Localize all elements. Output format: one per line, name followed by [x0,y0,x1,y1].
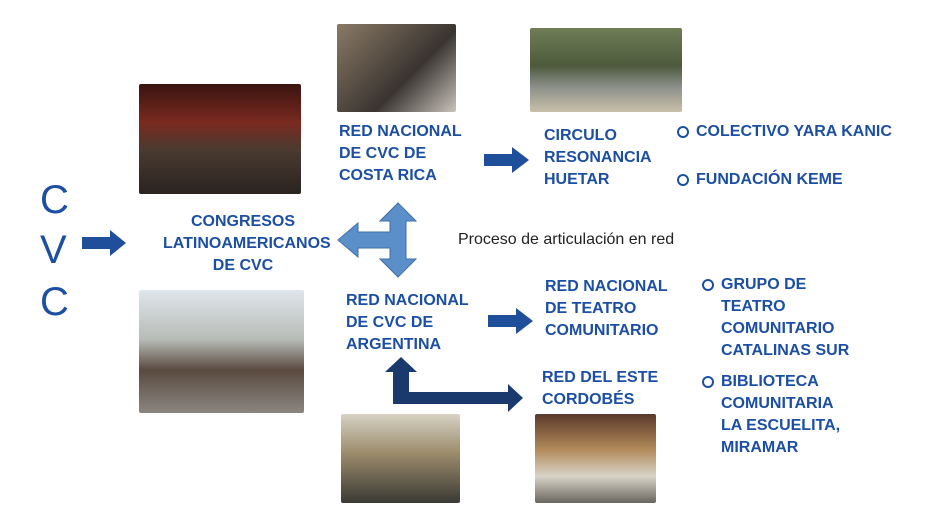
photo-congress-stage [139,84,301,194]
bullet-icon [702,279,714,291]
member-colectivo: COLECTIVO YARA KANIC [696,123,892,140]
arrow-cr-to-circulo [484,147,529,173]
arrow-arg-to-teatro [488,308,533,334]
bullet-icon [677,126,689,138]
title-letter-v: V [40,228,67,272]
title-letter-c2: C [40,280,69,324]
photo-circulo-group [530,28,682,112]
title-letter-c: C [40,178,69,222]
proceso-label: Proceso de articulación en red [458,231,675,248]
bullet-icon [702,376,714,388]
arrow-cvc-to-congresos [82,230,126,256]
photo-costa-rica-meeting [337,24,456,112]
elbow-arrow-icon [385,357,523,412]
photo-cordobes-meeting [535,414,656,503]
photo-conference-room [341,414,460,503]
bullet-icon [677,174,689,186]
cross-arrow-icon [337,202,418,278]
member-fundacion: FUNDACIÓN KEME [696,171,843,188]
photo-group-street [139,290,304,413]
